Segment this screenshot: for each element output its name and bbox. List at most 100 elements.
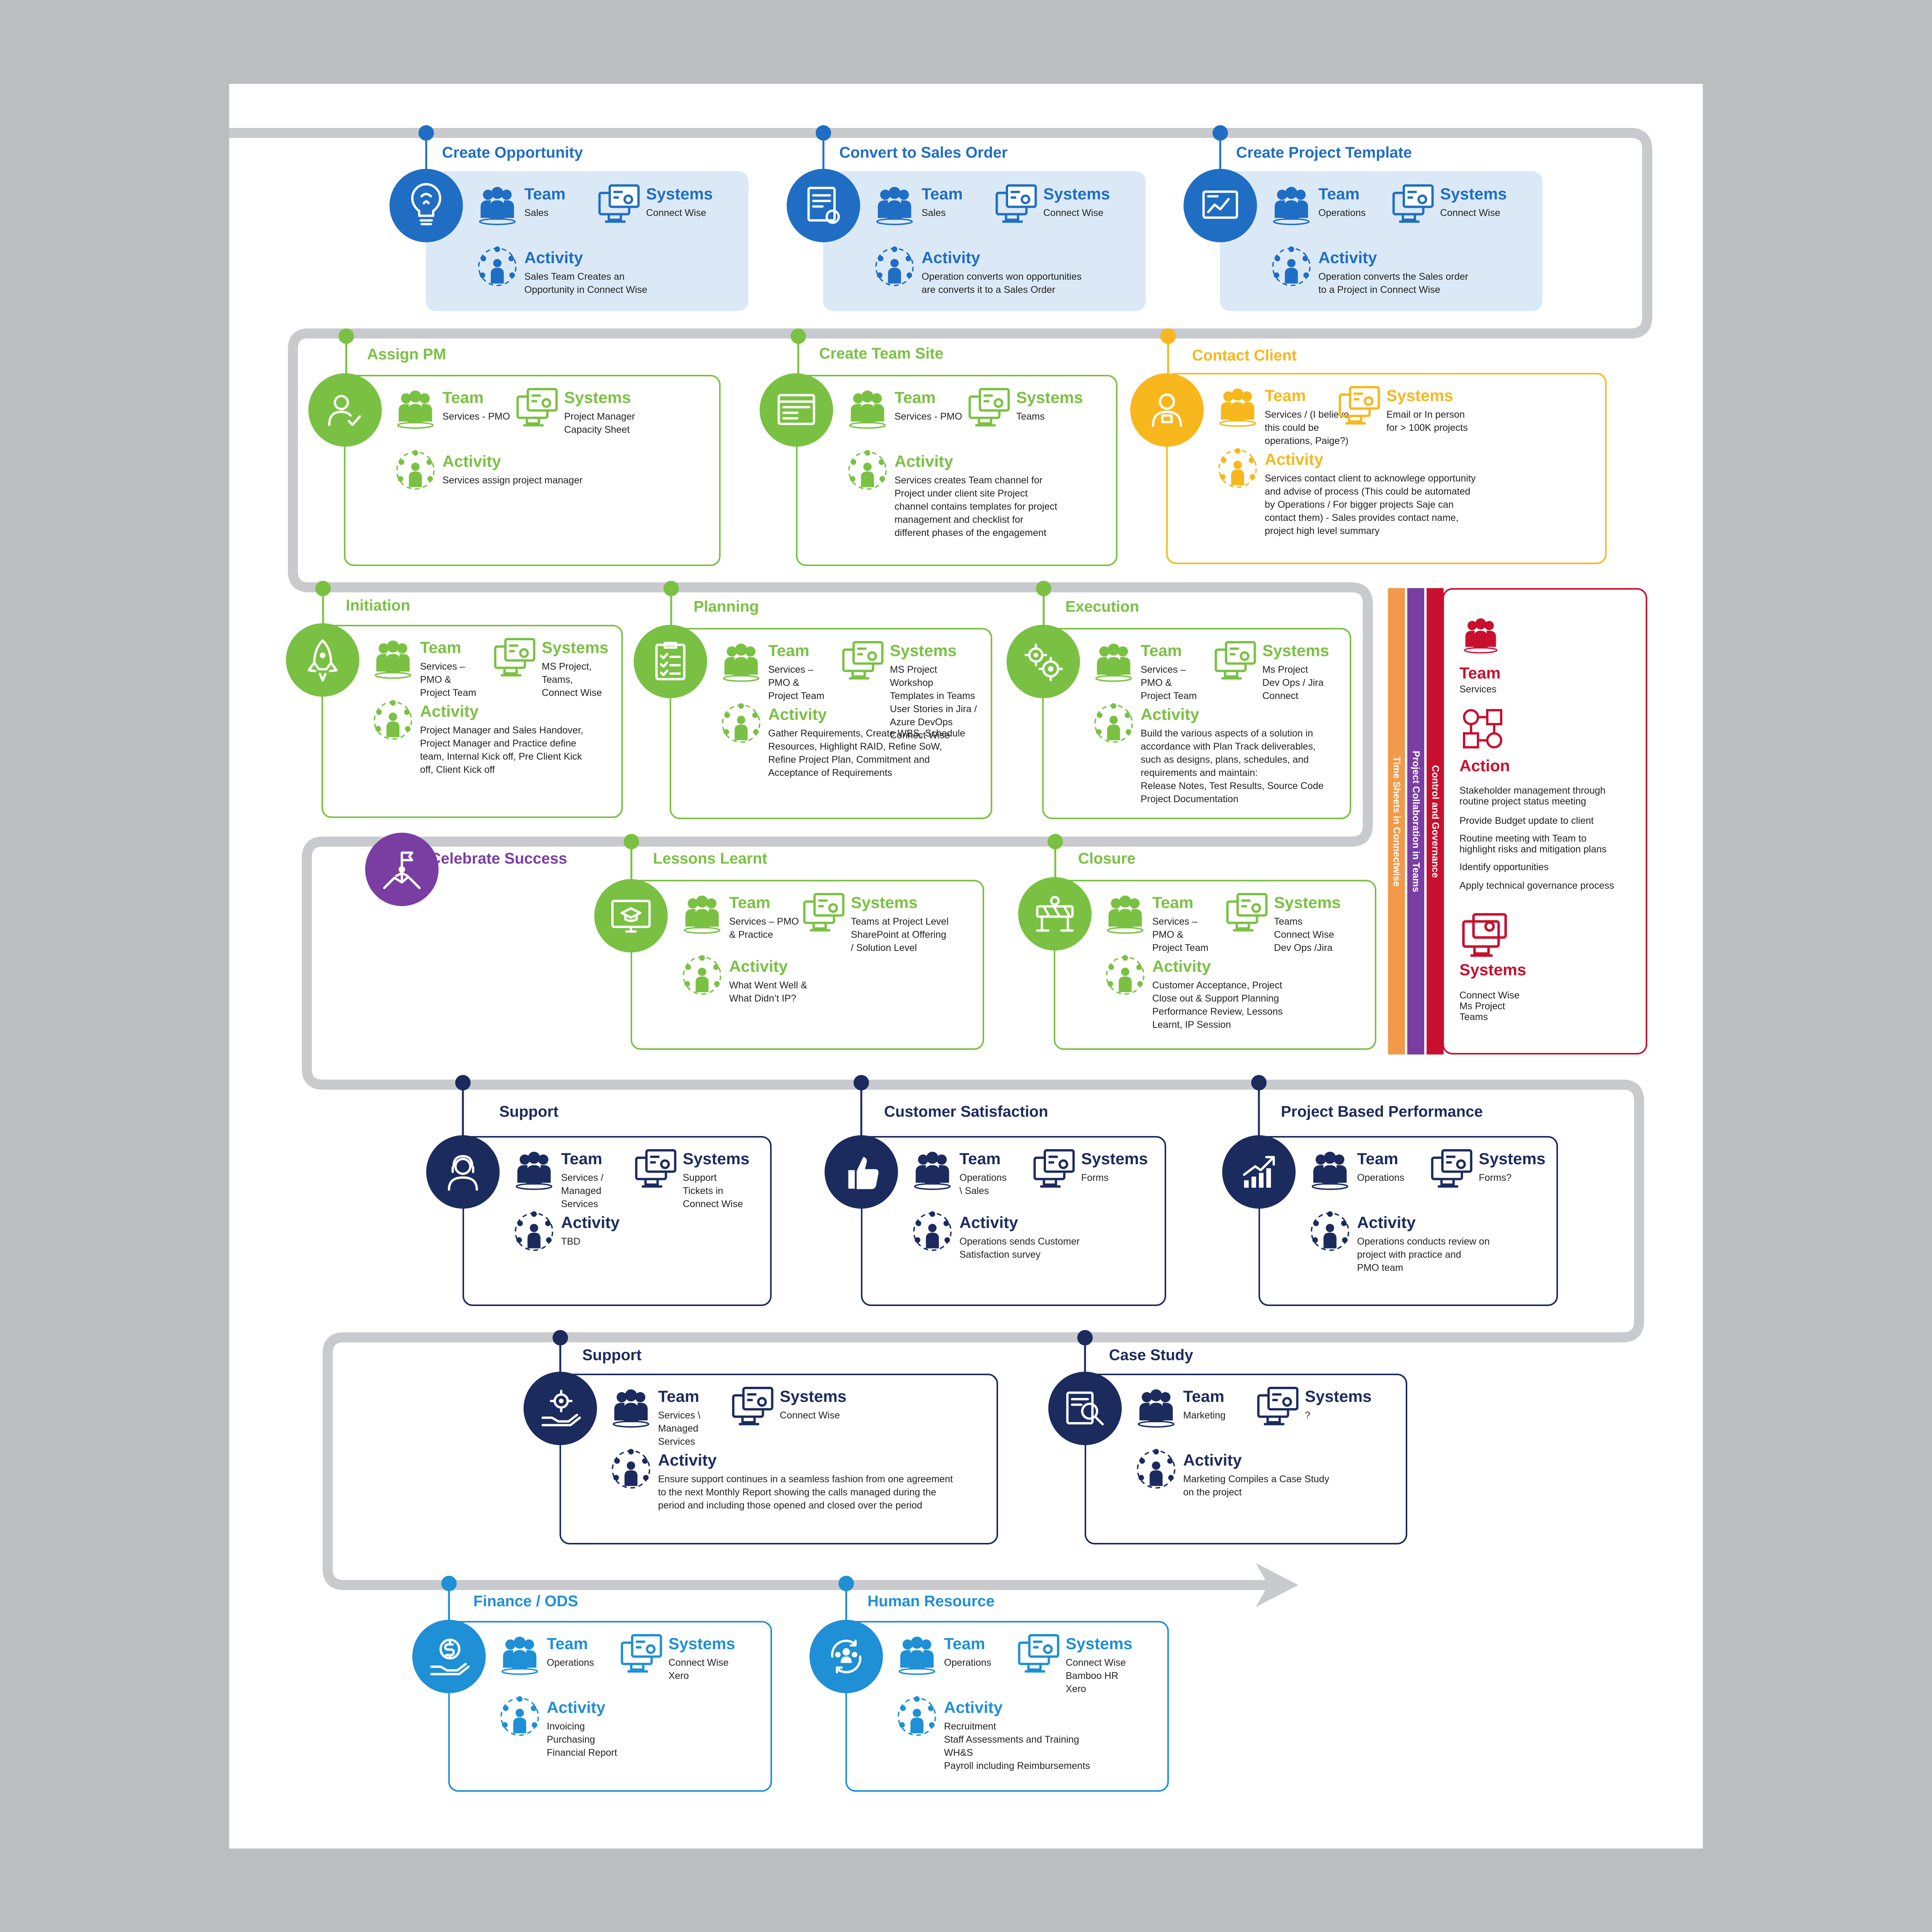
systems-icon [966, 384, 1012, 431]
stage-title: Create Opportunity [442, 144, 583, 161]
stage-team-text: Services / Managed Services [561, 1172, 604, 1209]
stage-activity-label: Activity [658, 1451, 717, 1469]
project-template-icon [1184, 169, 1257, 242]
stage-team-label: Team [959, 1150, 1001, 1168]
stage-team-label: Team [420, 638, 461, 656]
stage-activity-text: Operations conducts review on project wi… [1357, 1236, 1490, 1273]
stage-systems-label: Systems [1043, 185, 1110, 203]
assign-user-icon [308, 373, 382, 447]
systems-icon [1015, 1631, 1062, 1677]
stage-systems-text: Forms [1081, 1172, 1109, 1183]
systems-icon [514, 384, 560, 431]
stage-team-label: Team [944, 1634, 985, 1653]
stage-title: Lessons Learnt [653, 850, 767, 867]
systems-icon [633, 1146, 679, 1192]
stage-title: Execution [1065, 598, 1139, 615]
stage-card [1042, 628, 1351, 819]
team-icon [1090, 638, 1137, 684]
stage-activity-label: Activity [1183, 1451, 1242, 1469]
stage-systems-label: Systems [683, 1150, 750, 1168]
stage-team-text: Operations [1357, 1172, 1405, 1183]
stage-activity-text: Operations sends Customer Satisfaction s… [959, 1236, 1080, 1260]
team-icon [1214, 383, 1261, 429]
side-systems-icon [1462, 913, 1507, 957]
stage-team-text: Sales [524, 207, 549, 218]
stage-team-label: Team [1141, 641, 1182, 660]
stage-team-label: Team [1357, 1150, 1398, 1168]
stage-card [1259, 1136, 1558, 1306]
stage-systems-label: Systems [646, 185, 713, 203]
stage-team-text: Sales [922, 207, 946, 218]
stage-team-text: Services – PMO & Project Team [420, 661, 476, 698]
stage-systems-label: Systems [1016, 388, 1083, 406]
stage-systems-label: Systems [1305, 1387, 1372, 1405]
stage-team-text: Services – PMO & Project Team [1152, 916, 1209, 953]
systems-icon [1336, 383, 1383, 429]
side-action-2: Provide Budget update to client [1459, 815, 1594, 826]
growth-chart-icon [1222, 1135, 1296, 1209]
team-icon [894, 1631, 940, 1677]
stage-team-text: Services - PMO [895, 411, 963, 422]
stage-systems-text: Teams at Project Level SharePoint at Off… [851, 916, 949, 953]
thumbs-up-icon [825, 1135, 898, 1209]
stage-activity-text: Customer Acceptance, Project Close out &… [1152, 980, 1283, 1030]
stage-activity-text: Services assign project manager [442, 475, 583, 486]
side-systems-text: Connect Wise Ms Project Teams [1459, 990, 1520, 1022]
side-action-5: Apply technical governance process [1459, 880, 1614, 891]
side-team-icon [1464, 618, 1498, 654]
stage-team-text: Services \ Managed Services [658, 1410, 701, 1447]
stage-title: Celebrate Success [430, 850, 567, 867]
stage-activity-text: What Went Well & What Didn’t IP? [729, 980, 807, 1004]
activity-icon [844, 448, 891, 495]
team-icon [392, 384, 439, 431]
stage-team-label: Team [1183, 1387, 1225, 1405]
stage-card [861, 1136, 1166, 1306]
rocket-icon [286, 623, 359, 697]
team-icon [1133, 1383, 1179, 1430]
people-cycle-icon [810, 1620, 883, 1693]
activity-icon [608, 1447, 654, 1493]
stage-activity-text: Recruitment Staff Assessments and Traini… [944, 1721, 1090, 1771]
systems-icon [1031, 1146, 1077, 1192]
stage-team-label: Team [547, 1634, 588, 1653]
governance-panel: Team Services Action Stakeholder managem… [1442, 588, 1647, 1054]
stage-team-text: Services - PMO [442, 411, 510, 422]
activity-icon [1307, 1209, 1353, 1256]
team-icon [871, 181, 918, 227]
stage-systems-text: Connect Wise [1043, 207, 1104, 218]
stage-activity-label: Activity [1141, 705, 1199, 723]
stage-activity-label: Activity [1318, 248, 1377, 267]
stage-title: Planning [694, 598, 759, 615]
stage-title: Case Study [1109, 1347, 1193, 1364]
dollar-hand-icon [412, 1620, 486, 1693]
side-systems-label: Systems [1459, 961, 1526, 979]
stage-title: Finance / ODS [473, 1593, 578, 1610]
stage-systems-label: Systems [890, 641, 957, 660]
stage-title: Customer Satisfaction [884, 1103, 1048, 1120]
stage-activity-label: Activity [561, 1213, 620, 1231]
team-icon [370, 634, 416, 681]
stage-title: Create Team Site [819, 345, 944, 362]
stage-card [1220, 171, 1543, 311]
stage-activity-label: Activity [959, 1213, 1018, 1231]
systems-icon [993, 181, 1039, 227]
team-icon [909, 1146, 956, 1192]
stage-team-label: Team [1318, 185, 1360, 203]
stage-card [463, 1136, 772, 1306]
sales-order-icon [787, 169, 860, 242]
clipboard-checklist-icon [634, 625, 707, 698]
activity-icon [1268, 245, 1315, 291]
activity-icon [370, 698, 416, 745]
stage-activity-label: Activity [1265, 450, 1323, 468]
stage-activity-label: Activity [944, 1698, 1003, 1716]
stage-team-label: Team [922, 185, 963, 203]
stage-card [1085, 1374, 1407, 1544]
stage-title: Support [499, 1103, 559, 1120]
stage-title: Support [582, 1347, 642, 1364]
stage-team-label: Team [442, 388, 484, 406]
activity-icon [511, 1209, 557, 1256]
stage-systems-label: Systems [1262, 641, 1329, 660]
stage-card [823, 171, 1146, 311]
